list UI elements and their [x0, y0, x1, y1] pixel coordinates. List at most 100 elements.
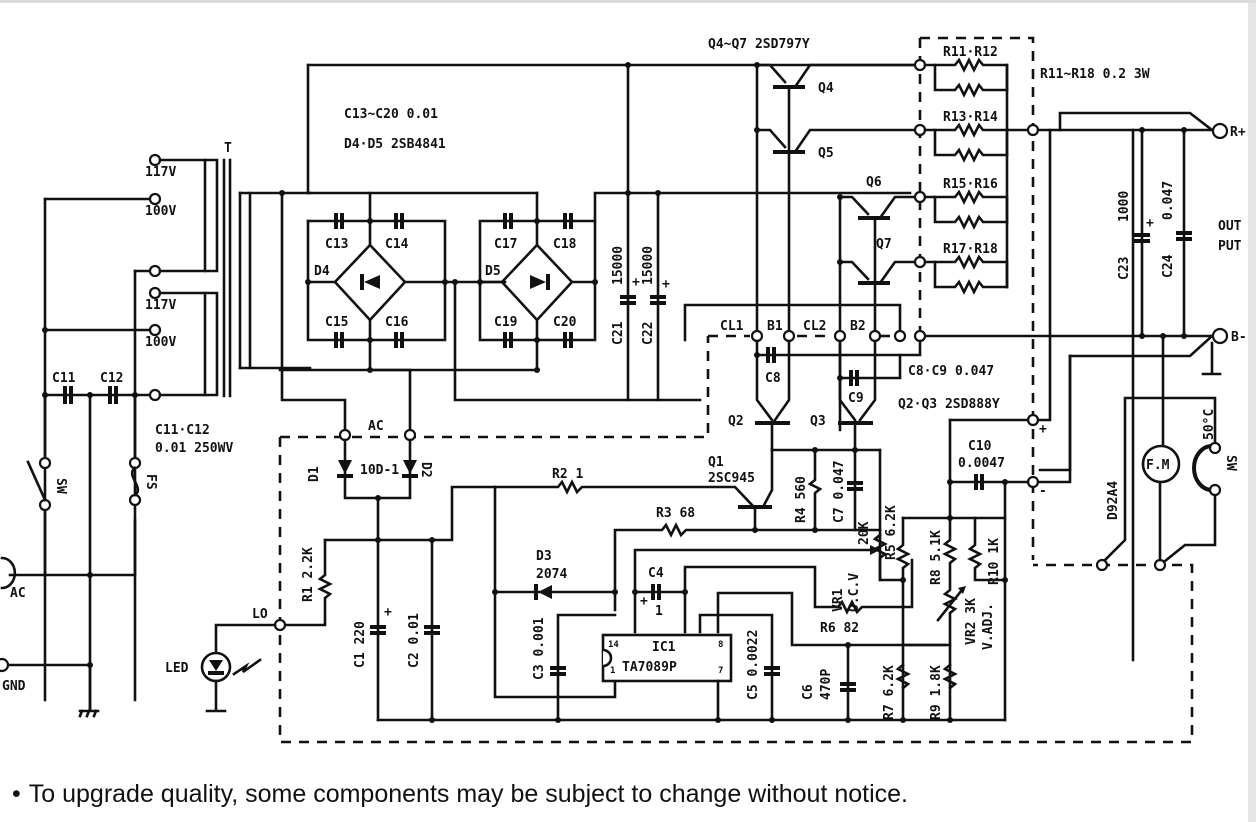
c21-capacitor	[620, 295, 636, 305]
thermal-switch-label: SW	[1223, 455, 1238, 471]
c16-label: C16	[385, 315, 409, 330]
c14-capacitor	[394, 213, 404, 229]
d1-label: D1	[307, 466, 322, 482]
fan-diode-label: D92A4	[1106, 481, 1121, 520]
tap-100v-1: 100V	[145, 204, 176, 219]
c11-capacitor	[63, 386, 73, 404]
c8-capacitor	[766, 347, 776, 363]
output-negative-label: B-	[1231, 330, 1247, 345]
lo-terminal[interactable]	[273, 618, 287, 632]
ic1-pin8: 8	[718, 640, 723, 650]
r4-label: R4 560	[794, 476, 809, 523]
r11-r18-spec: R11~R18 0.2 3W	[1040, 67, 1150, 82]
r7-label: R7 6.2K	[882, 665, 897, 720]
c15-capacitor	[334, 332, 344, 348]
output-section: R+ B- OUT PUT C23 1000 + C24 0.047	[918, 111, 1247, 662]
q1-label: Q1	[708, 455, 724, 470]
c3-capacitor	[550, 666, 566, 676]
c16-capacitor	[394, 332, 404, 348]
c13-label: C13	[325, 237, 348, 252]
d1-d2-spec: 10D-1	[360, 463, 399, 478]
ground-symbol-icon	[78, 663, 100, 718]
r17-r18-label: R17·R18	[943, 242, 998, 257]
c23-label: C23	[1117, 257, 1132, 280]
d4-label: D4	[314, 264, 330, 279]
page-edge	[1248, 0, 1256, 822]
c11-c12-rating: 0.01 250WV	[155, 441, 233, 456]
c11-label: C11	[52, 371, 76, 386]
footnote-text: To upgrade quality, some components may …	[28, 780, 908, 808]
tap-117v-2: 117V	[145, 298, 176, 313]
c19-label: C19	[494, 315, 517, 330]
tap-100v-2: 100V	[145, 335, 176, 350]
c4-capacitor	[651, 584, 661, 600]
fuse	[128, 456, 142, 507]
vr2-function: V.ADJ.	[981, 603, 996, 650]
b1-label: B1	[767, 319, 783, 334]
control-board: AC D1 10D-1 D2 C1 220 + C2 0.01 R1 2.2K …	[165, 336, 1194, 744]
d4-bridge	[333, 243, 407, 322]
c11-c12-spec: C11·C12	[155, 423, 210, 438]
tap-117v-1: 117V	[145, 165, 176, 180]
q2-q3-spec: Q2·Q3 2SD888Y	[898, 397, 1000, 412]
ac-label: AC	[10, 586, 26, 601]
c5-capacitor	[764, 666, 780, 676]
c23-value: 1000	[1117, 191, 1132, 222]
c12-capacitor	[108, 386, 118, 404]
output-positive-terminal[interactable]	[1211, 122, 1229, 140]
c10-capacitor	[974, 474, 984, 490]
switch-label: SW	[53, 478, 68, 494]
output-label-line2: PUT	[1218, 239, 1242, 254]
output-negative-terminal[interactable]	[1211, 327, 1229, 345]
ic1-pin7: 7	[718, 666, 723, 676]
c7-label: C7 0.047	[832, 460, 847, 523]
ic1-part: TA7089P	[622, 660, 677, 675]
ic1-pin14: 14	[608, 640, 619, 650]
vr1-label: VR1	[831, 588, 846, 612]
q2-label: Q2	[728, 414, 744, 429]
c1-label: C1 220	[353, 621, 368, 668]
led-icon	[200, 651, 262, 683]
d3-label: D3	[536, 549, 552, 564]
r1-label: R1 2.2K	[301, 547, 316, 602]
c4-value: 1	[655, 604, 663, 619]
output-label-line1: OUT	[1218, 219, 1242, 234]
power-switch	[26, 456, 52, 512]
c22-label: C22	[641, 322, 656, 345]
ctrl-ac-label: AC	[368, 419, 384, 434]
c13-c20-spec: C13~C20 0.01	[344, 107, 438, 122]
output-positive-label: R+	[1230, 125, 1246, 140]
d3-part: 2074	[536, 567, 567, 582]
c7-capacitor	[847, 481, 863, 491]
c24-capacitor	[1176, 231, 1192, 241]
c23-polarity: +	[1146, 216, 1154, 231]
bridge-rectifiers: C13~C20 0.01 D4·D5 2SB4841 C13 C14 C15 C…	[278, 62, 922, 432]
c17-label: C17	[494, 237, 517, 252]
c2-capacitor	[424, 625, 440, 635]
plus-mark: +	[1039, 422, 1047, 437]
c24-value: 0.047	[1161, 181, 1176, 220]
c13-capacitor	[334, 213, 344, 229]
q4-label: Q4	[818, 81, 834, 96]
c6-label: C6	[801, 684, 816, 700]
c21-polarity: +	[632, 275, 640, 290]
q6-label: Q6	[866, 175, 882, 190]
c4-label: C4	[648, 566, 664, 581]
fan-motor-icon	[1141, 444, 1181, 484]
c14-label: C14	[385, 237, 409, 252]
c2-label: C2 0.01	[407, 613, 422, 668]
c23-capacitor	[1134, 233, 1150, 243]
r8-label: R8 5.1K	[929, 530, 944, 585]
c1-polarity: +	[384, 605, 392, 620]
footnote: •To upgrade quality, some components may…	[12, 780, 908, 809]
r10-label: R10 1K	[987, 538, 1002, 585]
d5-label: D5	[485, 264, 501, 279]
c5-label: C5 0.0022	[746, 630, 761, 700]
c10-label: C10	[968, 439, 992, 454]
c20-label: C20	[553, 315, 577, 330]
q5-label: Q5	[818, 146, 834, 161]
r6-label: R6 82	[820, 621, 859, 636]
c17-capacitor	[503, 213, 513, 229]
